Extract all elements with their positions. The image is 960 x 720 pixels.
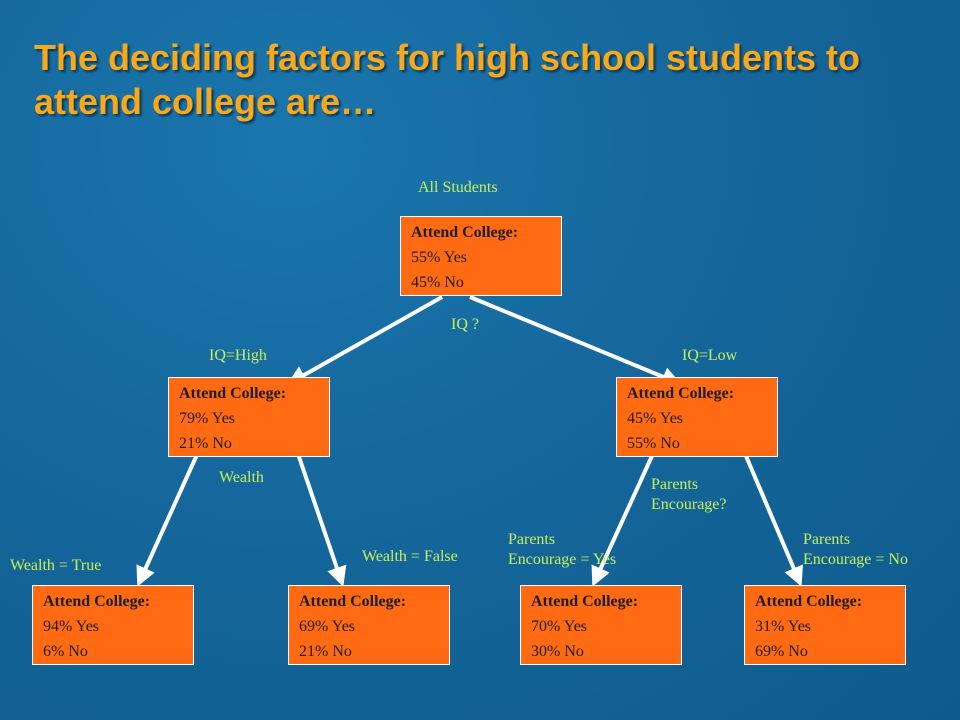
parents-question-line-1: Parents — [651, 476, 699, 493]
edge-high-to-wealth-false — [294, 447, 347, 587]
node-wealth-true: Attend College: 94% Yes 6% No — [32, 585, 194, 665]
node-root-yes: 55% Yes — [411, 249, 468, 266]
node-iq-low-no: 55% No — [627, 435, 680, 452]
parents-yes-line-2: Encourage = Yes — [508, 551, 617, 568]
node-parents-yes-yes: 70% Yes — [531, 618, 588, 635]
edge-low-to-parents-yes — [591, 455, 654, 587]
wealth-true-label: Wealth = True — [10, 557, 102, 574]
edge-root-to-iq-low — [469, 295, 682, 387]
node-iq-high-header: Attend College: — [179, 385, 287, 402]
node-parents-no-no: 69% No — [755, 643, 808, 660]
edge-root-to-iq-high — [286, 295, 443, 385]
parents-no-line-1: Parents — [803, 531, 851, 548]
node-wealth-true-header: Attend College: — [43, 593, 151, 610]
parents-yes-label: Parents Encourage = Yes — [508, 530, 616, 570]
iq-high-label: IQ=High — [209, 347, 267, 364]
node-iq-high-yes: 79% Yes — [179, 410, 236, 427]
node-wealth-false-header: Attend College: — [299, 593, 407, 610]
node-iq-low-header: Attend College: — [627, 385, 735, 402]
node-parents-no-yes: 31% Yes — [755, 618, 812, 635]
node-parents-yes-header: Attend College: — [531, 593, 639, 610]
node-wealth-false-no: 21% No — [299, 643, 352, 660]
node-parents-yes-no: 30% No — [531, 643, 584, 660]
parents-no-line-2: Encourage = No — [803, 551, 908, 568]
node-wealth-true-no: 6% No — [43, 643, 88, 660]
iq-low-label: IQ=Low — [682, 347, 738, 364]
node-parents-yes: Attend College: 70% Yes 30% No — [520, 585, 682, 665]
wealth-question-label: Wealth — [219, 469, 264, 486]
iq-question-label: IQ ? — [451, 316, 479, 333]
node-parents-no-header: Attend College: — [755, 593, 863, 610]
node-iq-low-yes: 45% Yes — [627, 410, 684, 427]
node-iq-low: Attend College: 45% Yes 55% No — [616, 377, 778, 457]
edge-low-to-parents-no — [744, 455, 803, 587]
slide-title: The deciding factors for high school stu… — [34, 37, 861, 122]
root-label: All Students — [418, 179, 498, 196]
node-wealth-false: Attend College: 69% Yes 21% No — [288, 585, 450, 665]
node-wealth-false-yes: 69% Yes — [299, 618, 356, 635]
wealth-false-label: Wealth = False — [362, 548, 458, 565]
node-root: Attend College: 55% Yes 45% No — [400, 216, 562, 296]
parents-question-label: Parents Encourage? — [651, 475, 727, 515]
parents-yes-line-1: Parents — [508, 531, 556, 548]
node-iq-high-no: 21% No — [179, 435, 232, 452]
node-wealth-true-yes: 94% Yes — [43, 618, 100, 635]
parents-no-label: Parents Encourage = No — [803, 530, 908, 570]
node-root-header: Attend College: — [411, 224, 519, 241]
parents-question-line-2: Encourage? — [651, 496, 727, 513]
edge-high-to-wealth-true — [136, 447, 202, 587]
node-root-no: 45% No — [411, 274, 464, 291]
node-iq-high: Attend College: 79% Yes 21% No — [168, 377, 330, 457]
node-parents-no: Attend College: 31% Yes 69% No — [744, 585, 906, 665]
